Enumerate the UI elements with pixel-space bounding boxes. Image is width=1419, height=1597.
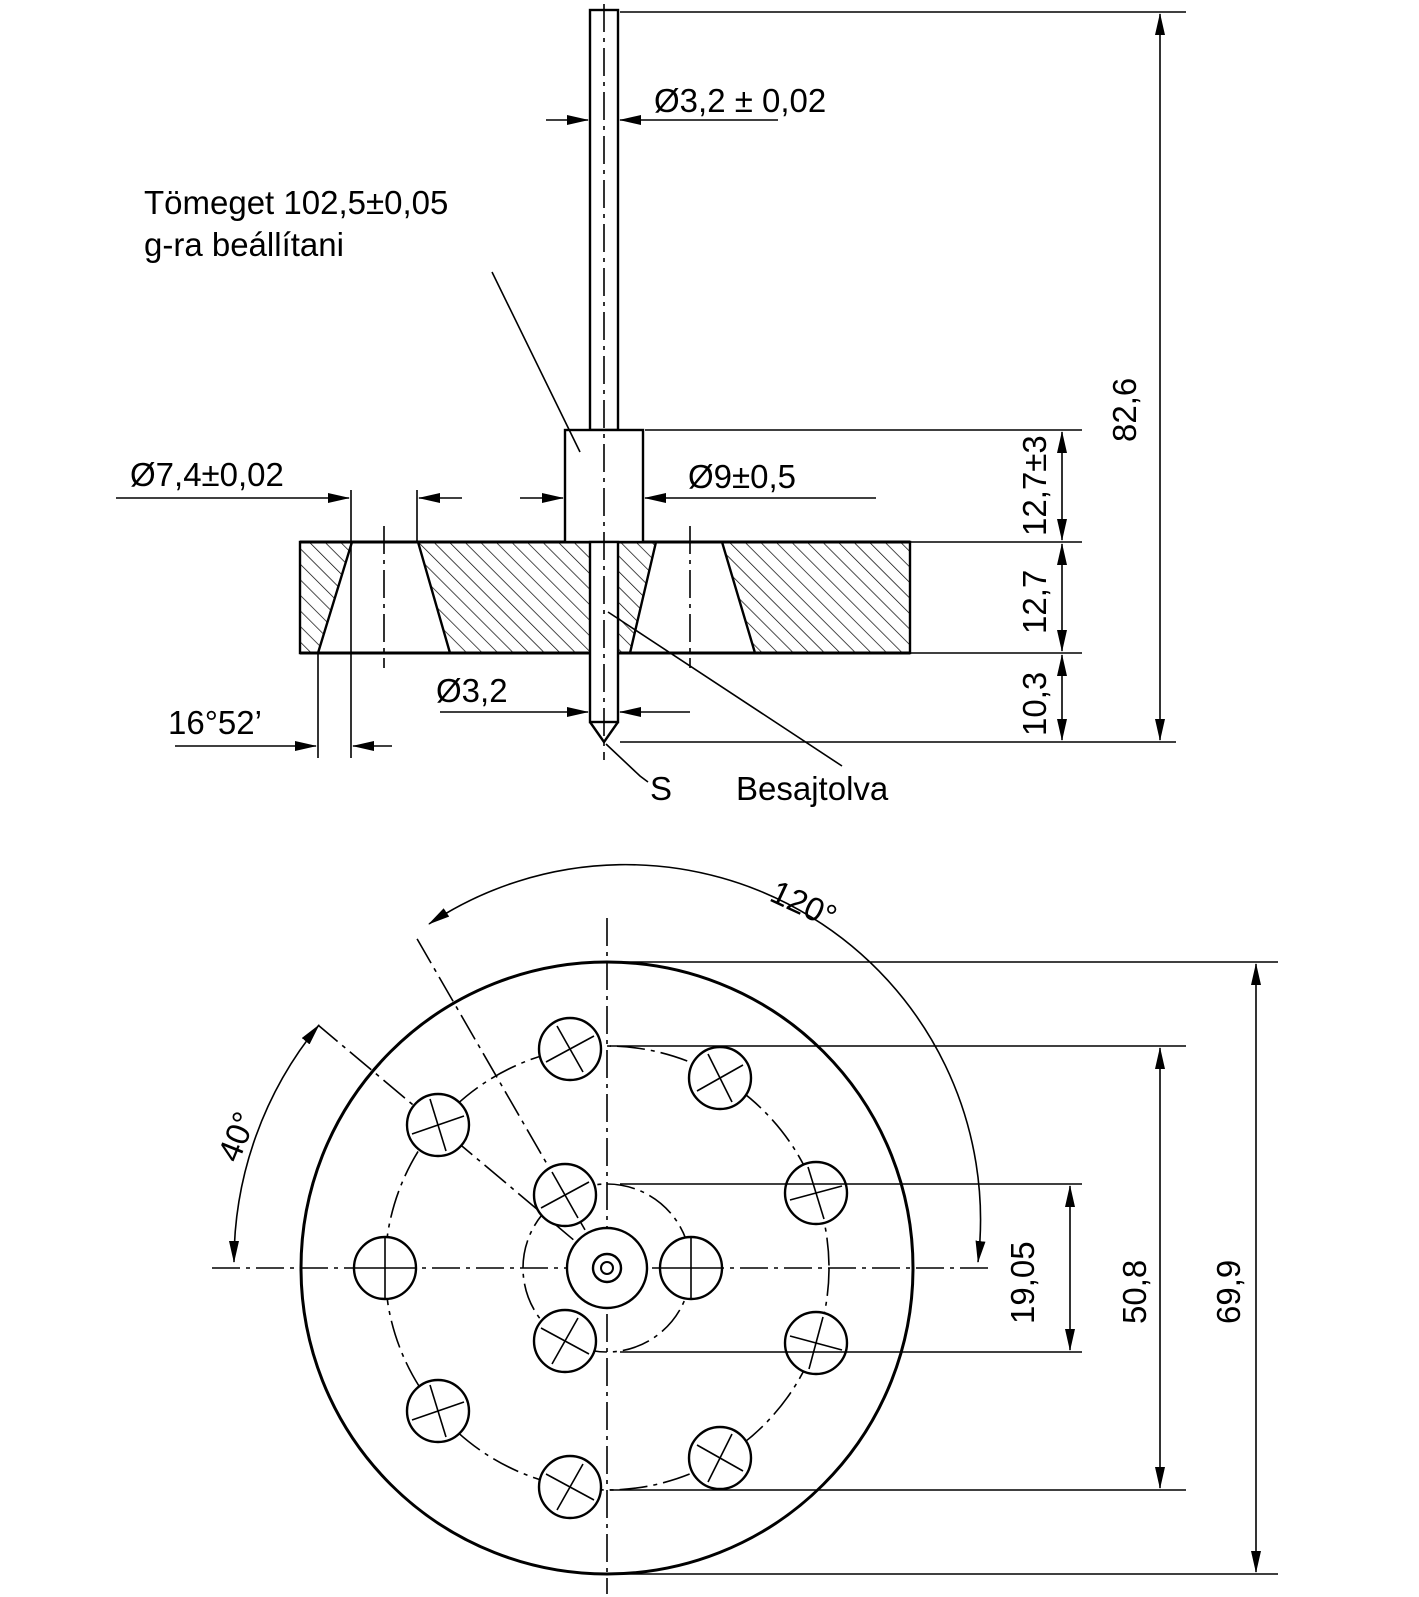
- dim-collar-diameter-label: Ø9±0,5: [688, 458, 796, 495]
- hole: [537, 1016, 603, 1082]
- hole: [783, 1310, 849, 1376]
- dim-inner-circle-label: 19,05: [1004, 1241, 1041, 1324]
- pin: [563, 4, 645, 760]
- dim-pitch-circle-label: 50,8: [1116, 1260, 1153, 1324]
- label-pressed: Besajtolva: [736, 770, 889, 807]
- hole: [687, 1425, 753, 1491]
- dim-collar-diameter: Ø9±0,5: [520, 458, 876, 503]
- dim-angle-120-arc: [428, 863, 986, 1263]
- callout-mass-line-1: Tömeget 102,5±0,05: [144, 184, 448, 221]
- label-pressed-group: Besajtolva: [607, 611, 889, 807]
- hole: [405, 1378, 471, 1444]
- dim-top-view-diameters: 19,05 50,8 69,9: [607, 961, 1278, 1575]
- plate-segment-center: [416, 540, 658, 655]
- dim-angle-120-label: 120°: [765, 873, 843, 935]
- hole: [532, 1308, 598, 1374]
- hole: [352, 1235, 418, 1301]
- hole: [537, 1454, 603, 1520]
- dim-pin-diameter: Ø3,2 ± 0,02: [546, 82, 826, 125]
- callout-mass-leader: [491, 271, 581, 453]
- center-pin: [565, 1226, 649, 1310]
- label-point: S: [650, 770, 672, 807]
- dim-angle: 16°52’: [168, 542, 392, 758]
- dim-outer-diameter-label: 69,9: [1210, 1260, 1247, 1324]
- dim-angle-label: 16°52’: [168, 704, 262, 741]
- hole: [687, 1045, 753, 1111]
- dim-hole-diameter-label: Ø7,4±0,02: [130, 456, 284, 493]
- dim-angle-40-arc: [229, 1024, 320, 1263]
- callout-mass-line-2: g-ra beállítani: [144, 226, 344, 263]
- center-tip-circle: [600, 1261, 614, 1275]
- label-point-group: S: [605, 743, 672, 807]
- dim-plate-thickness-label: 12,7: [1016, 570, 1053, 634]
- dim-angle-40-label: 40°: [210, 1106, 263, 1166]
- callout-mass: Tömeget 102,5±0,05 g-ra beállítani: [144, 184, 581, 453]
- plate-segment-left: [298, 540, 354, 655]
- hole: [658, 1235, 724, 1301]
- plate-segment-right: [720, 540, 912, 655]
- hole: [405, 1092, 471, 1158]
- dim-hole-diameter: Ø7,4±0,02: [116, 456, 462, 542]
- hole: [532, 1162, 598, 1228]
- dim-tip-diameter: Ø3,2: [436, 672, 690, 717]
- hole: [783, 1160, 849, 1226]
- top-view: 120° 40° 19,05 50,8 69,9: [210, 863, 1278, 1594]
- dim-vertical-stack: 82,6 12,7±3 12,7 10,3: [620, 11, 1186, 743]
- dim-pin-diameter-label: Ø3,2 ± 0,02: [654, 82, 826, 119]
- dim-tip-length-label: 10,3: [1016, 672, 1053, 736]
- side-view: Tömeget 102,5±0,05 g-ra beállítani Ø3,2 …: [116, 4, 1186, 807]
- dim-total-height-label: 82,6: [1106, 378, 1143, 442]
- dim-tip-diameter-label: Ø3,2: [436, 672, 508, 709]
- dim-collar-height-label: 12,7±3: [1016, 435, 1053, 536]
